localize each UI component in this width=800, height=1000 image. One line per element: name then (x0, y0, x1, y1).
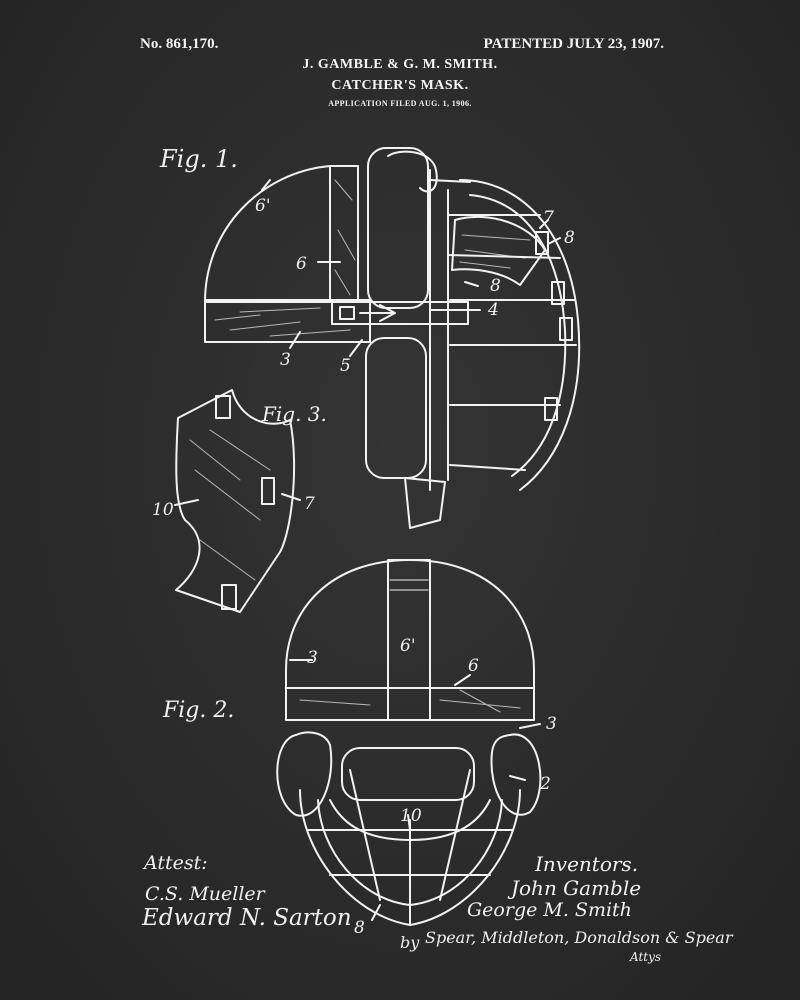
ref-numeral: 2 (540, 774, 551, 794)
fig2-label: Fig. 2. (163, 698, 235, 723)
attest-label: Attest: (144, 852, 208, 874)
fig3-drawing (174, 389, 301, 613)
ref-numeral: 6 (468, 656, 479, 676)
ref-numeral: 6' (400, 636, 416, 656)
witness-signature: C.S. Mueller (145, 883, 265, 905)
patent-number: No. 861,170. (140, 36, 219, 52)
inventor-signature: John Gamble (511, 876, 642, 900)
ref-numeral: 10 (152, 500, 174, 520)
attorneys-abbrev: Attys (630, 950, 662, 964)
by-label: by (400, 933, 420, 952)
fig2-drawing (276, 559, 542, 926)
ref-numeral: 8 (564, 228, 575, 248)
ref-numeral: 7 (543, 208, 554, 228)
ref-numeral: 8 (490, 276, 501, 296)
ref-numeral: 7 (304, 494, 315, 514)
fig1-label: Fig. 1. (160, 145, 238, 173)
ref-numeral: 8 (354, 918, 365, 938)
witness-signature: Edward N. Sarton (142, 905, 352, 931)
patented-date: PATENTED JULY 23, 1907. (483, 36, 664, 52)
ref-numeral: 3 (280, 350, 291, 370)
attorneys-signature: Spear, Middleton, Donaldson & Spear (425, 928, 733, 947)
inventors-line: J. GAMBLE & G. M. SMITH. (302, 57, 498, 72)
ref-numeral: 6 (296, 254, 307, 274)
inventors-label: Inventors. (535, 852, 639, 876)
ref-numeral: 4 (488, 300, 499, 320)
ref-numeral: 3 (307, 648, 318, 668)
ref-numeral: 5 (340, 356, 351, 376)
application-filed: APPLICATION FILED AUG. 1, 1906. (328, 99, 472, 108)
patent-title: CATCHER'S MASK. (331, 78, 469, 93)
fig3-label: Fig. 3. (262, 402, 327, 426)
fig1-drawing (204, 147, 581, 529)
ref-numeral: 3 (546, 714, 557, 734)
inventor-signature: George M. Smith (467, 899, 632, 921)
ref-numeral: 6' (255, 196, 271, 216)
ref-numeral: 10 (400, 806, 422, 826)
